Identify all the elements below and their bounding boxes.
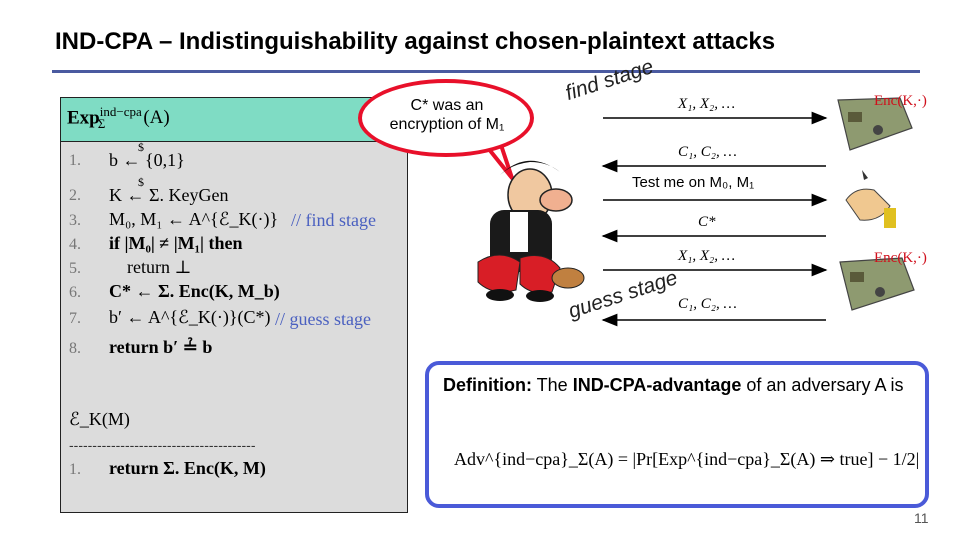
code-line-6: C* ← Σ. Enc(K, M_b) [109, 281, 280, 301]
adversary-character-icon [477, 160, 585, 302]
oracle-code-line: return Σ. Enc(K, M) [109, 458, 266, 478]
key-hand-icon [845, 170, 896, 228]
experiment-header [61, 98, 407, 142]
experiment-arg: (A) [143, 107, 170, 129]
comment-guess-stage: // guess stage [275, 309, 371, 329]
line-number: 1. [69, 461, 81, 478]
definition-text: Definition: The IND-CPA-advantage of an … [443, 375, 904, 395]
random-sample-mark: $ [138, 140, 144, 154]
line-number: 2. [69, 187, 81, 204]
comment-find-stage: // find stage [291, 210, 376, 230]
separator-dashes: ---------------------------------------- [69, 437, 256, 453]
line-number: 7. [69, 310, 81, 327]
random-sample-mark: $ [138, 175, 144, 189]
message-challenge: Test me on M₀, M₁ [632, 174, 755, 191]
line-number: 1. [69, 152, 81, 169]
code-line-3: M₀, M₁ ← A^{ℰ_K(·)} [109, 209, 279, 229]
message-queries-1: X₁, X₂, … [678, 96, 736, 112]
oracle-title: ℰ_K(M) [69, 409, 130, 429]
message-ciphertexts-2: C₁, C₂, … [678, 296, 737, 312]
code-line-7: b′ ← A^{ℰ_K(·)}(C*) [109, 307, 271, 327]
message-queries-2: X₁, X₂, … [678, 248, 736, 264]
code-line-8: return b′ ≟ b [109, 337, 213, 357]
advantage-formula: Adv^{ind−cpa}_Σ(A) = |Pr[Exp^{ind−cpa}_Σ… [454, 449, 920, 469]
speech-bubble-text: C* was an encryption of M₁ [389, 97, 505, 133]
experiment-box: Expind−cpaΣ(A) 1. $ b ← {0,1} 2. $ K ← Σ… [60, 97, 408, 513]
page-number: 11 [914, 510, 929, 526]
line-number: 3. [69, 212, 81, 229]
enc-oracle-label: Enc(K,·) [874, 250, 927, 266]
line-number: 5. [69, 260, 81, 277]
experiment-title: Expind−cpaΣ(A) [67, 104, 170, 132]
code-line-1: b ← {0,1} [109, 150, 185, 170]
code-line-2: K ← Σ. KeyGen [109, 185, 229, 205]
slide-title: IND-CPA – Indistinguishability against c… [55, 28, 776, 55]
encryption-machine-icon [839, 257, 915, 311]
code-line-5: return ⊥ [127, 257, 192, 277]
definition-box [425, 361, 929, 508]
line-number: 6. [69, 284, 81, 301]
code-line-4: if |M₀| ≠ |M₁| then [109, 233, 243, 253]
line-number: 8. [69, 340, 81, 357]
enc-oracle-label: Enc(K,·) [874, 93, 927, 109]
encryption-machine-icon [837, 97, 913, 151]
line-number: 4. [69, 236, 81, 253]
title-underline [52, 70, 920, 73]
message-challenge-ciphertext: C* [698, 214, 716, 230]
message-ciphertexts-1: C₁, C₂, … [678, 144, 737, 160]
speech-bubble [358, 79, 534, 157]
